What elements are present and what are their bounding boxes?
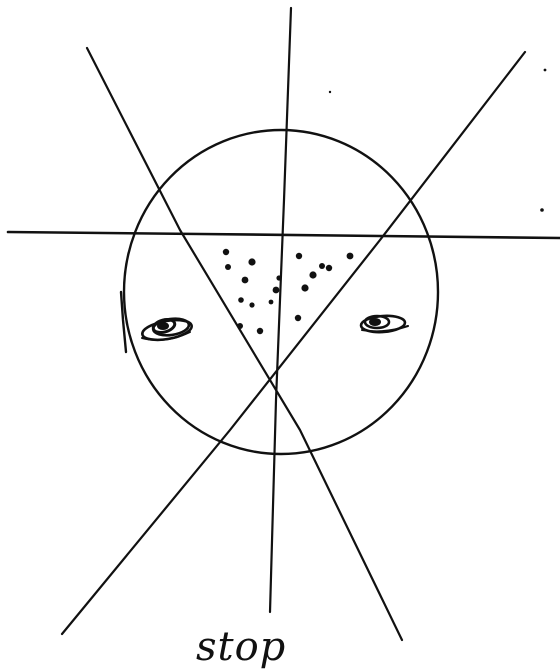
- stipple-dots: [223, 249, 354, 334]
- right-eye-scribble-icon: [360, 314, 408, 333]
- vertical-line: [270, 8, 291, 612]
- horizontal-line: [8, 232, 560, 238]
- diagonal-line-top-left: [87, 48, 402, 640]
- speck: [540, 208, 544, 212]
- left-eye-scribble-icon: [141, 317, 193, 344]
- speck: [329, 91, 331, 93]
- stop-caption: stop: [196, 624, 286, 670]
- speck: [544, 69, 547, 72]
